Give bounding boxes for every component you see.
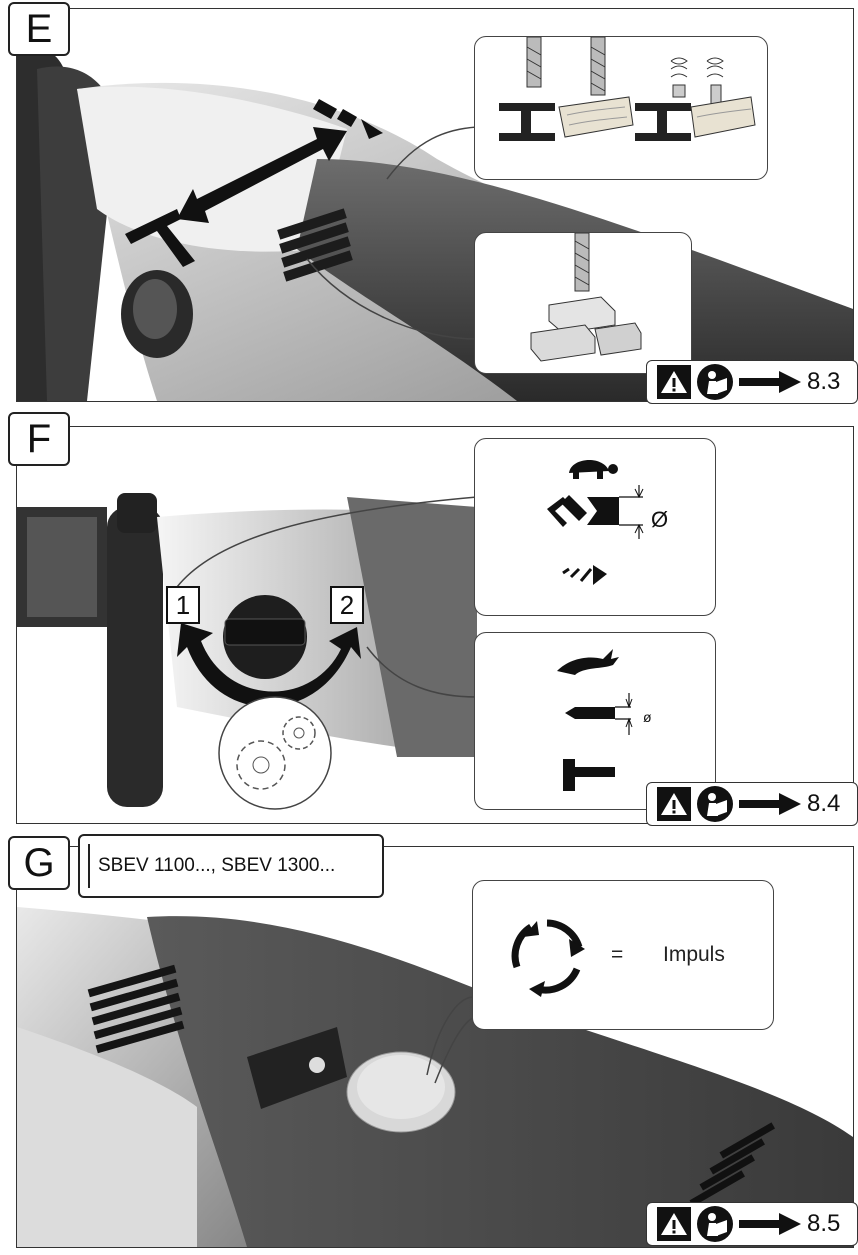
screw-drive-icon — [562, 565, 607, 585]
panel-g-letter: G — [8, 836, 70, 890]
reference-number: 8.3 — [807, 368, 841, 395]
reference-number: 8.5 — [807, 1210, 841, 1237]
screw-icons — [670, 57, 724, 78]
masonry-illustration — [530, 233, 642, 362]
impuls-label: Impuls — [663, 943, 725, 966]
panel-g: G SBEV 1100..., SBEV 1300... = Impuls 8.… — [0, 830, 858, 1255]
hammer-icon — [563, 759, 615, 791]
warning-icon — [657, 1207, 691, 1241]
diameter-symbol-small: ø — [643, 709, 652, 725]
warning-icon — [657, 365, 691, 399]
drill-bit-icon — [565, 693, 633, 735]
reference-number: 8.4 — [807, 790, 841, 817]
read-manual-icon — [697, 364, 733, 400]
reference-box-8-5: 8.5 — [646, 1202, 858, 1246]
arrow-right-icon — [739, 793, 801, 815]
impulse-cycle-icon — [511, 919, 585, 997]
callout-impulse: = Impuls — [472, 880, 774, 1030]
equals-sign: = — [611, 943, 624, 966]
hare-icon — [557, 649, 619, 675]
callout-drill-masonry — [474, 232, 692, 374]
callout-gear-1: Ø — [474, 438, 716, 616]
arrow-right-icon — [739, 1213, 801, 1235]
gear-position-2: 2 — [330, 586, 364, 624]
gear-position-1: 1 — [166, 586, 200, 624]
panel-e-letter: E — [8, 2, 70, 56]
drill-materials-illustration — [499, 37, 756, 141]
drill-photo-f — [17, 427, 853, 823]
turtle-icon — [569, 459, 618, 479]
drill-bit-icon — [547, 485, 644, 539]
panel-f-letter: F — [8, 412, 70, 466]
callout-gear-2: ø — [474, 632, 716, 810]
model-names: SBEV 1100..., SBEV 1300... — [88, 844, 335, 888]
diameter-symbol-large: Ø — [651, 507, 669, 532]
model-label-box: SBEV 1100..., SBEV 1300... — [78, 834, 384, 898]
read-manual-icon — [697, 1206, 733, 1242]
panel-f: F 1 2 Ø ø — [0, 410, 858, 830]
panel-f-frame — [16, 426, 854, 824]
read-manual-icon — [697, 786, 733, 822]
warning-icon — [657, 787, 691, 821]
callout-drill-metal-wood — [474, 36, 768, 180]
drill-bit-icon — [574, 233, 590, 292]
reference-box-8-4: 8.4 — [646, 782, 858, 826]
gears-icon — [218, 696, 332, 810]
panel-e: E — [0, 0, 858, 410]
arrow-right-icon — [739, 371, 801, 393]
reference-box-8-3: 8.3 — [646, 360, 858, 404]
